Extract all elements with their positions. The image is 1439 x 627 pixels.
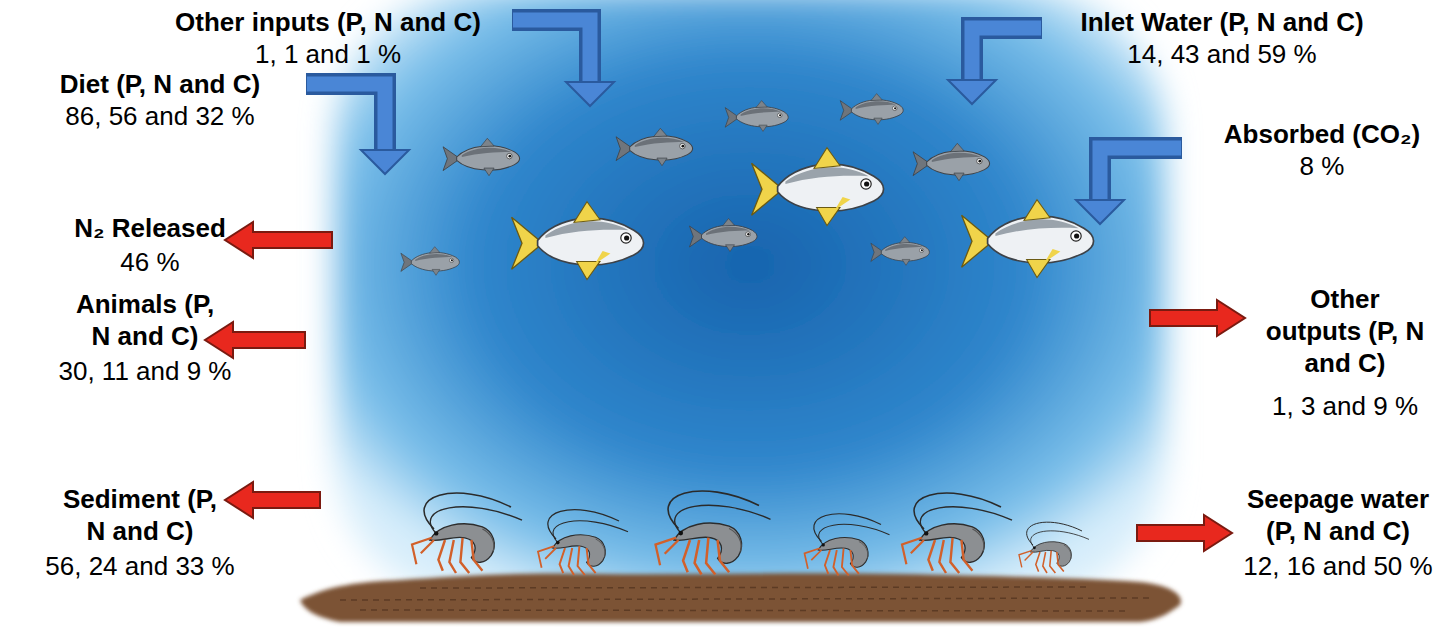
illustration-part (656, 491, 771, 575)
flow-value: 86, 56 and 32 % (10, 100, 310, 132)
illustration-part (340, 587, 1150, 611)
flow-label: Inlet Water (P, N and C) (1012, 6, 1432, 38)
fish-school (401, 94, 1094, 280)
flow-value: 8 % (1222, 150, 1422, 182)
flow-value: 14, 43 and 59 % (1072, 38, 1372, 70)
flow-label: Animals (P, N and C) (65, 288, 225, 352)
flow-label: Absorbed (CO₂) (1207, 118, 1437, 150)
illustration-part (972, 28, 1041, 82)
illustration-part (307, 84, 385, 152)
illustration-part (513, 20, 590, 86)
output-arrows (205, 222, 1245, 551)
illustration-part (566, 82, 614, 106)
flow-value: 30, 11 and 9 % (15, 355, 275, 387)
illustration-part (1019, 522, 1089, 573)
illustration-part (1100, 148, 1182, 200)
illustration-part (538, 510, 628, 575)
flow-label: Seepage water (P, N and C) (1241, 483, 1436, 547)
illustration-part (616, 128, 693, 165)
flow-value: 1, 3 and 9 % (1245, 390, 1439, 422)
illustration-part (972, 28, 1042, 80)
flow-value: 46 % (50, 246, 250, 278)
flow-label: Diet (P, N and C) (10, 68, 310, 100)
illustration-part (1150, 300, 1245, 336)
illustration-part (443, 138, 519, 175)
illustration-part (752, 148, 884, 226)
illustration-part (690, 219, 758, 252)
illustration-part (512, 202, 644, 280)
shrimp-group (412, 491, 1089, 576)
flow-value: 12, 16 and 50 % (1208, 550, 1439, 582)
illustration-part (335, 0, 1165, 600)
flow-label: Other inputs (P, N and C) (118, 6, 538, 38)
illustration-part (306, 84, 385, 150)
illustration-part (225, 482, 320, 518)
flow-value: 1, 1 and 1 % (178, 38, 478, 70)
illustration-part (840, 94, 903, 125)
illustration-part (401, 247, 460, 276)
illustration-part (948, 80, 996, 104)
illustration-part (1137, 515, 1232, 551)
illustration-part (725, 101, 788, 132)
flow-label: Sediment (P, N and C) (60, 483, 220, 547)
illustration-part (962, 200, 1094, 278)
pond-water (335, 0, 1165, 600)
illustration-part (1100, 148, 1181, 202)
illustration-part (913, 143, 990, 180)
illustration-part (805, 514, 890, 576)
sediment-layer (300, 573, 1181, 622)
input-arrows (306, 20, 1182, 224)
illustration-part (225, 222, 332, 258)
flow-value: 56, 24 and 33 % (10, 550, 270, 582)
illustration-part (871, 237, 930, 266)
illustration-part (1076, 200, 1124, 224)
illustration-part (300, 573, 1181, 622)
flow-label: N₂ Released (40, 212, 260, 244)
illustration-part (205, 322, 305, 358)
illustration-part (512, 20, 590, 84)
illustration-part (902, 493, 1012, 573)
flow-label: Other outputs (P, N and C) (1265, 283, 1425, 379)
illustration-part (412, 493, 522, 573)
illustration-part (361, 150, 409, 174)
